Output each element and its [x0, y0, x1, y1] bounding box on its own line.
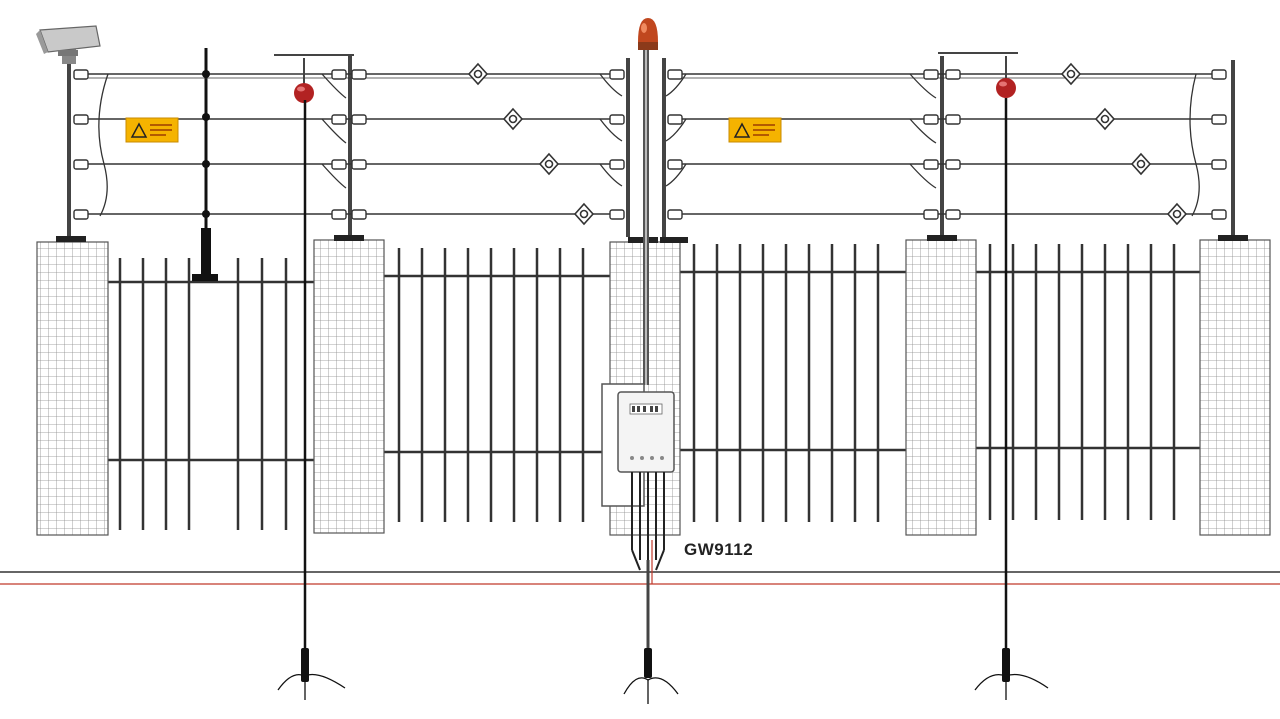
ground-lines: [0, 571, 1280, 585]
wire-end-springs: [98, 73, 1200, 217]
tensioner-icon: [538, 152, 560, 176]
alarm-beacon-icon: [294, 58, 314, 103]
post-insulators: [73, 69, 1227, 220]
warning-sign-left: [125, 117, 179, 143]
fence-posts: [67, 56, 1235, 237]
fence-controller-box: [617, 391, 675, 473]
tensioner-icon: [502, 107, 524, 131]
pillar-1: [36, 241, 109, 536]
model-label: GW9112: [684, 540, 754, 559]
steel-fence-section-3: [680, 244, 906, 522]
pillar-4: [905, 239, 977, 536]
warning-sign-right: [728, 117, 782, 143]
alarm-beacon-icon: [996, 56, 1016, 98]
controller-cables: [631, 472, 665, 571]
intermediate-clips: [202, 70, 210, 218]
tensioner-icon: [467, 62, 489, 86]
cctv-camera-icon: [36, 25, 101, 64]
pillars: [36, 239, 1271, 536]
warning-triangle-icon: [130, 122, 148, 138]
pillar-2: [313, 239, 385, 534]
tensioner-icon: [1060, 62, 1082, 86]
steel-fence-section-1: [108, 258, 314, 530]
tensioner-icon: [1094, 107, 1116, 131]
alarm-beacon-icon: [638, 18, 658, 50]
ground-rod-icon: [974, 98, 1049, 700]
tensioner-icon: [1130, 152, 1152, 176]
warning-triangle-icon: [733, 122, 751, 138]
ground-rod-icon: [623, 560, 679, 704]
post-bases: [56, 235, 1248, 243]
steel-fence-section-2: [384, 248, 610, 522]
pillar-5: [1199, 239, 1271, 536]
wire-tensioners: [467, 62, 1188, 226]
post-top-arms: [274, 52, 1018, 56]
steel-fence-section-4: [976, 244, 1200, 520]
tensioner-icon: [1166, 202, 1188, 226]
electric-wires: [80, 73, 1222, 215]
ground-rod-icon: [277, 100, 346, 700]
tensioner-icon: [573, 202, 595, 226]
